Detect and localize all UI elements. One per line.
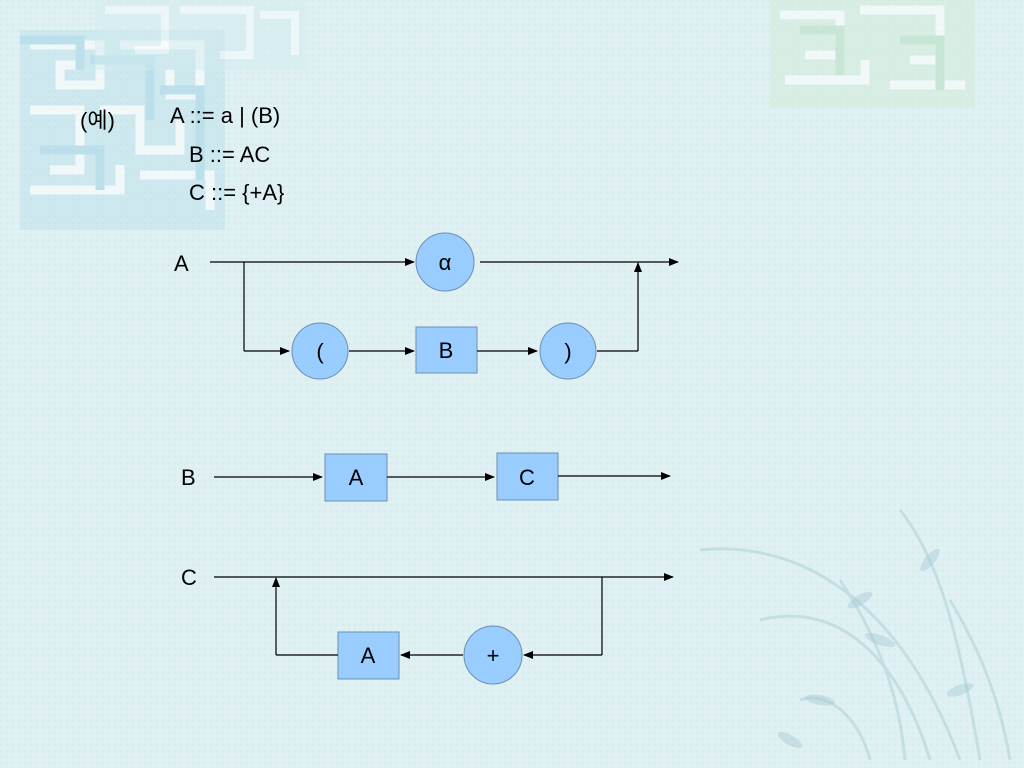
grammar-rule-a: A ::= a | (B) [170,103,281,128]
a-alpha-text: α [439,250,452,275]
c-plus-node [463,625,523,685]
b-a-box [324,453,388,502]
a-b-box [415,326,478,374]
a-close-paren-node [539,322,597,380]
a-open-paren-node [291,322,349,380]
example-label: (예) [80,108,115,133]
diagram-c-label: C [181,565,197,590]
a-open-paren-text: ( [316,339,324,364]
c-plus-text: + [487,643,500,668]
b-c-text: C [519,465,535,490]
grammar-rule-b: B ::= AC [189,142,271,167]
diagram-a-label: A [174,251,189,276]
b-a-text: A [349,465,364,490]
c-a-box [337,631,400,680]
grammar-rule-c: C ::= {+A} [189,180,285,205]
diagram-a: A ( B ) α [174,232,679,380]
fret-ornament-top [95,0,305,70]
fret-ornament-right [770,0,975,108]
grass-decoration [699,509,1012,761]
diagram-b: B A C [181,452,671,502]
a-close-paren-text: ) [564,339,571,364]
diagram-b-label: B [181,465,196,490]
a-b-text: B [439,338,454,363]
c-a-text: A [361,643,376,668]
leaf-cluster [777,548,974,749]
fret-ornament-left [20,30,225,230]
a-alpha-node [415,232,475,292]
diagram-c: C + A [181,565,674,685]
